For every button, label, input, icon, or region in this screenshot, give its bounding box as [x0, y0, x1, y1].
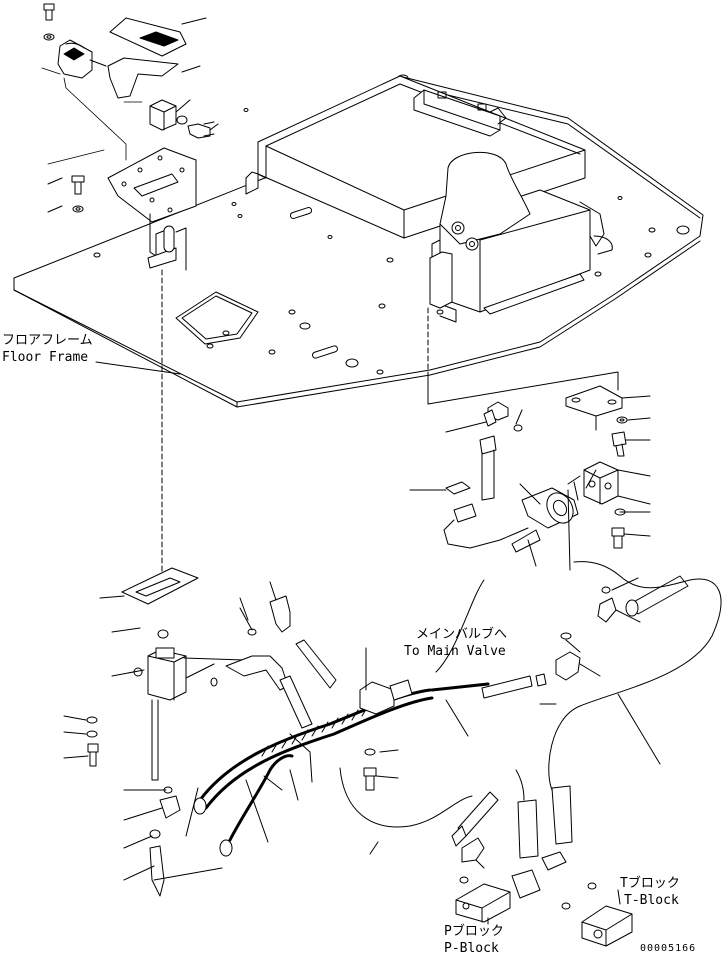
solenoid-assembly: [409, 385, 651, 571]
t-block-label-jp: Tブロック: [620, 876, 680, 891]
p-block-label-jp: Pブロック: [444, 924, 504, 939]
fittings-right: [555, 575, 689, 681]
p-block: [455, 883, 511, 925]
floor-frame-label-jp: フロアフレーム: [2, 333, 93, 348]
main-valve-label-jp: メインバルブへ: [416, 627, 508, 642]
hose-lines: [185, 561, 722, 910]
t-block-label-en: T-Block: [624, 893, 679, 908]
main-valve-label-en: To Main Valve: [404, 644, 506, 659]
t-block: [581, 889, 633, 947]
pedal-assembly: [41, 3, 219, 271]
drawing-number: 00005166: [640, 943, 697, 954]
floor-frame-label-en: Floor Frame: [2, 350, 89, 365]
ppc-valve-assembly: [63, 567, 245, 897]
floor-frame-plate: [13, 74, 704, 408]
floor-frame-leader: [95, 361, 181, 375]
p-block-label-en: P-Block: [444, 941, 499, 955]
